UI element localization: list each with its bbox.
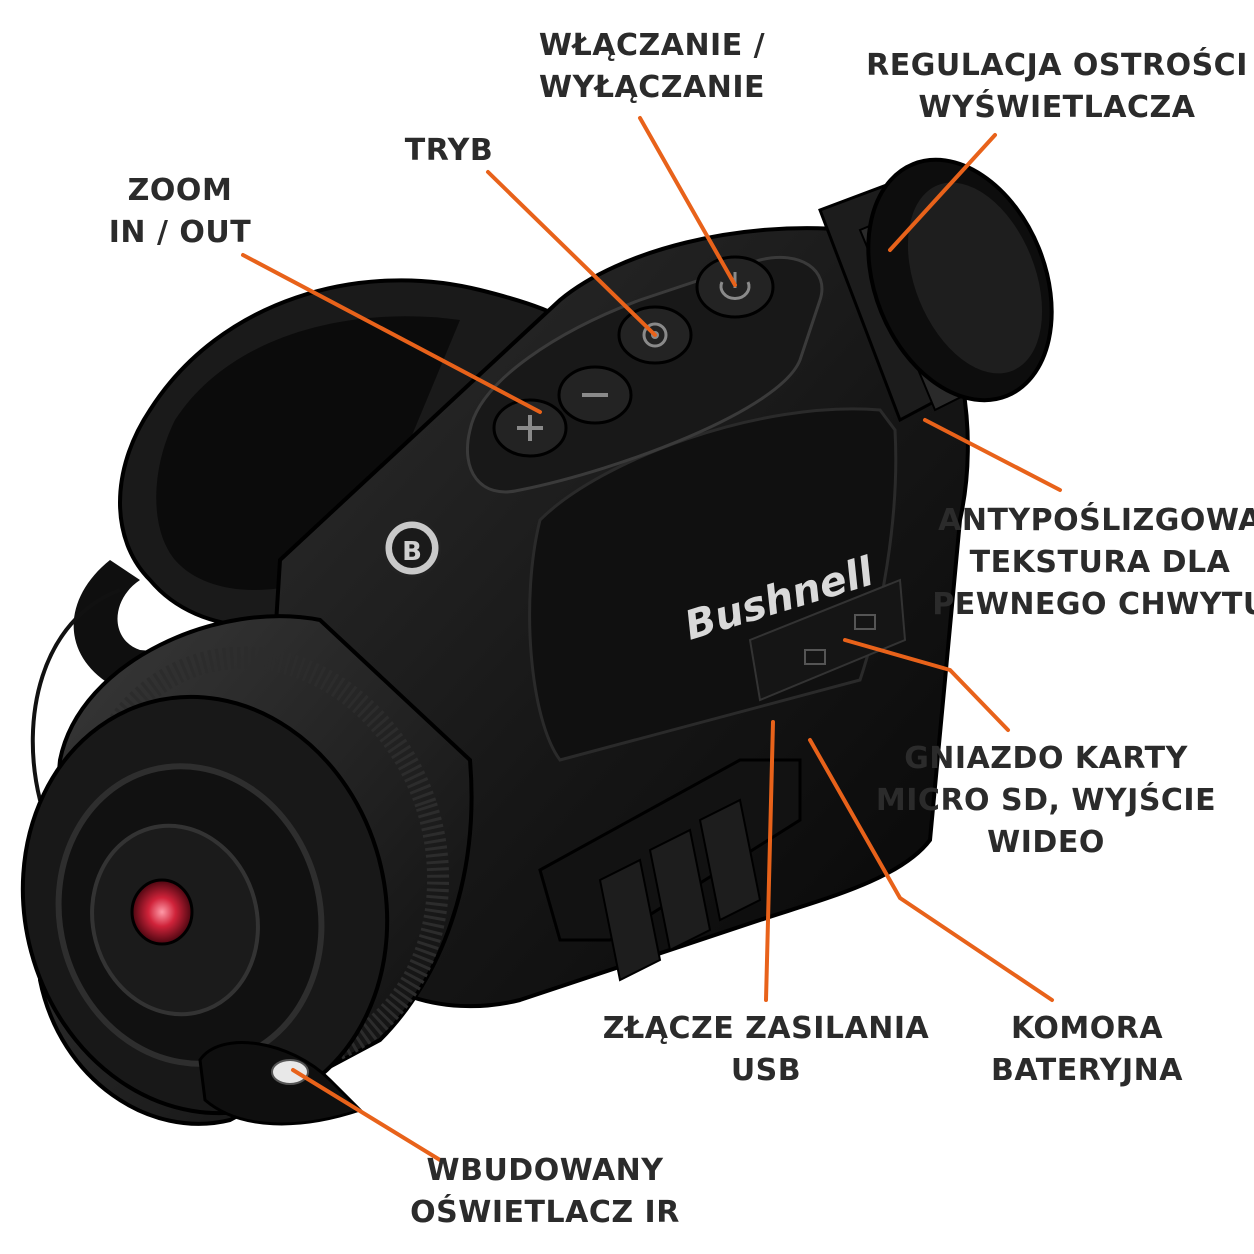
callout-line-power bbox=[638, 116, 737, 287]
label-focus-line-2: WYŚWIETLACZA bbox=[918, 90, 1196, 125]
badge-letter: B bbox=[402, 537, 422, 567]
label-focus-line-1: REGULACJA OSTROŚCI bbox=[866, 48, 1248, 83]
callout-line-ir bbox=[291, 1068, 442, 1162]
label-ir-line-1: WBUDOWANY bbox=[426, 1153, 664, 1188]
label-usb: ZŁĄCZE ZASILANIA USB bbox=[603, 1008, 930, 1092]
label-focus: REGULACJA OSTROŚCI WYŚWIETLACZA bbox=[866, 45, 1248, 129]
eye-cup-rim bbox=[907, 182, 1043, 374]
label-mode-line-1: TRYB bbox=[404, 133, 494, 168]
label-sd: GNIAZDO KARTY MICRO SD, WYJŚCIE WIDEO bbox=[876, 738, 1216, 864]
plus-icon bbox=[517, 415, 543, 441]
label-ir: WBUDOWANY OŚWIETLACZ IR bbox=[410, 1150, 680, 1234]
label-zoom-line-1: ZOOM bbox=[127, 173, 233, 208]
label-grip: ANTYPOŚLIZGOWA TEKSTURA DLA PEWNEGO CHWY… bbox=[932, 500, 1254, 626]
ir-illuminator bbox=[198, 1041, 363, 1126]
label-usb-line-2: USB bbox=[730, 1053, 802, 1088]
label-battery: KOMORA BATERYJNA bbox=[991, 1008, 1183, 1092]
callout-line-grip bbox=[923, 418, 1062, 492]
label-sd-line-3: WIDEO bbox=[987, 825, 1105, 860]
zoom-in-button[interactable] bbox=[492, 398, 568, 458]
label-mode: TRYB bbox=[405, 130, 494, 172]
label-zoom-line-2: IN / OUT bbox=[108, 215, 252, 250]
label-power: WŁĄCZANIE / WYŁĄCZANIE bbox=[539, 25, 765, 109]
brand-badge: B bbox=[382, 518, 442, 578]
label-grip-line-1: ANTYPOŚLIZGOWA bbox=[938, 503, 1254, 538]
objective-lens bbox=[130, 878, 194, 946]
callout-line-focus bbox=[888, 133, 997, 252]
label-sd-line-1: GNIAZDO KARTY bbox=[904, 741, 1188, 776]
callout-line-sd bbox=[843, 638, 1010, 732]
label-power-line-1: WŁĄCZANIE / bbox=[538, 28, 766, 63]
callout-line-battery bbox=[808, 738, 1054, 1002]
callout-lines bbox=[241, 116, 1062, 1162]
label-zoom: ZOOM IN / OUT bbox=[109, 170, 251, 254]
label-sd-line-2: MICRO SD, WYJŚCIE bbox=[875, 783, 1217, 818]
callout-line-zoom bbox=[241, 253, 542, 414]
label-grip-line-2: TEKSTURA DLA bbox=[969, 545, 1231, 580]
label-grip-line-3: PEWNEGO CHWYTU bbox=[932, 587, 1254, 622]
callout-line-mode bbox=[486, 170, 657, 337]
pouch-inner bbox=[156, 316, 460, 590]
label-usb-line-1: ZŁĄCZE ZASILANIA bbox=[602, 1011, 930, 1046]
label-battery-line-1: KOMORA bbox=[1010, 1011, 1164, 1046]
port-cover[interactable] bbox=[748, 578, 907, 702]
zoom-out-button[interactable] bbox=[557, 365, 633, 425]
label-ir-line-2: OŚWIETLACZ IR bbox=[410, 1195, 680, 1230]
label-battery-line-2: BATERYJNA bbox=[991, 1053, 1183, 1088]
callout-line-usb bbox=[764, 720, 775, 1002]
label-power-line-2: WYŁĄCZANIE bbox=[538, 70, 766, 105]
accessory-rail bbox=[538, 758, 802, 982]
